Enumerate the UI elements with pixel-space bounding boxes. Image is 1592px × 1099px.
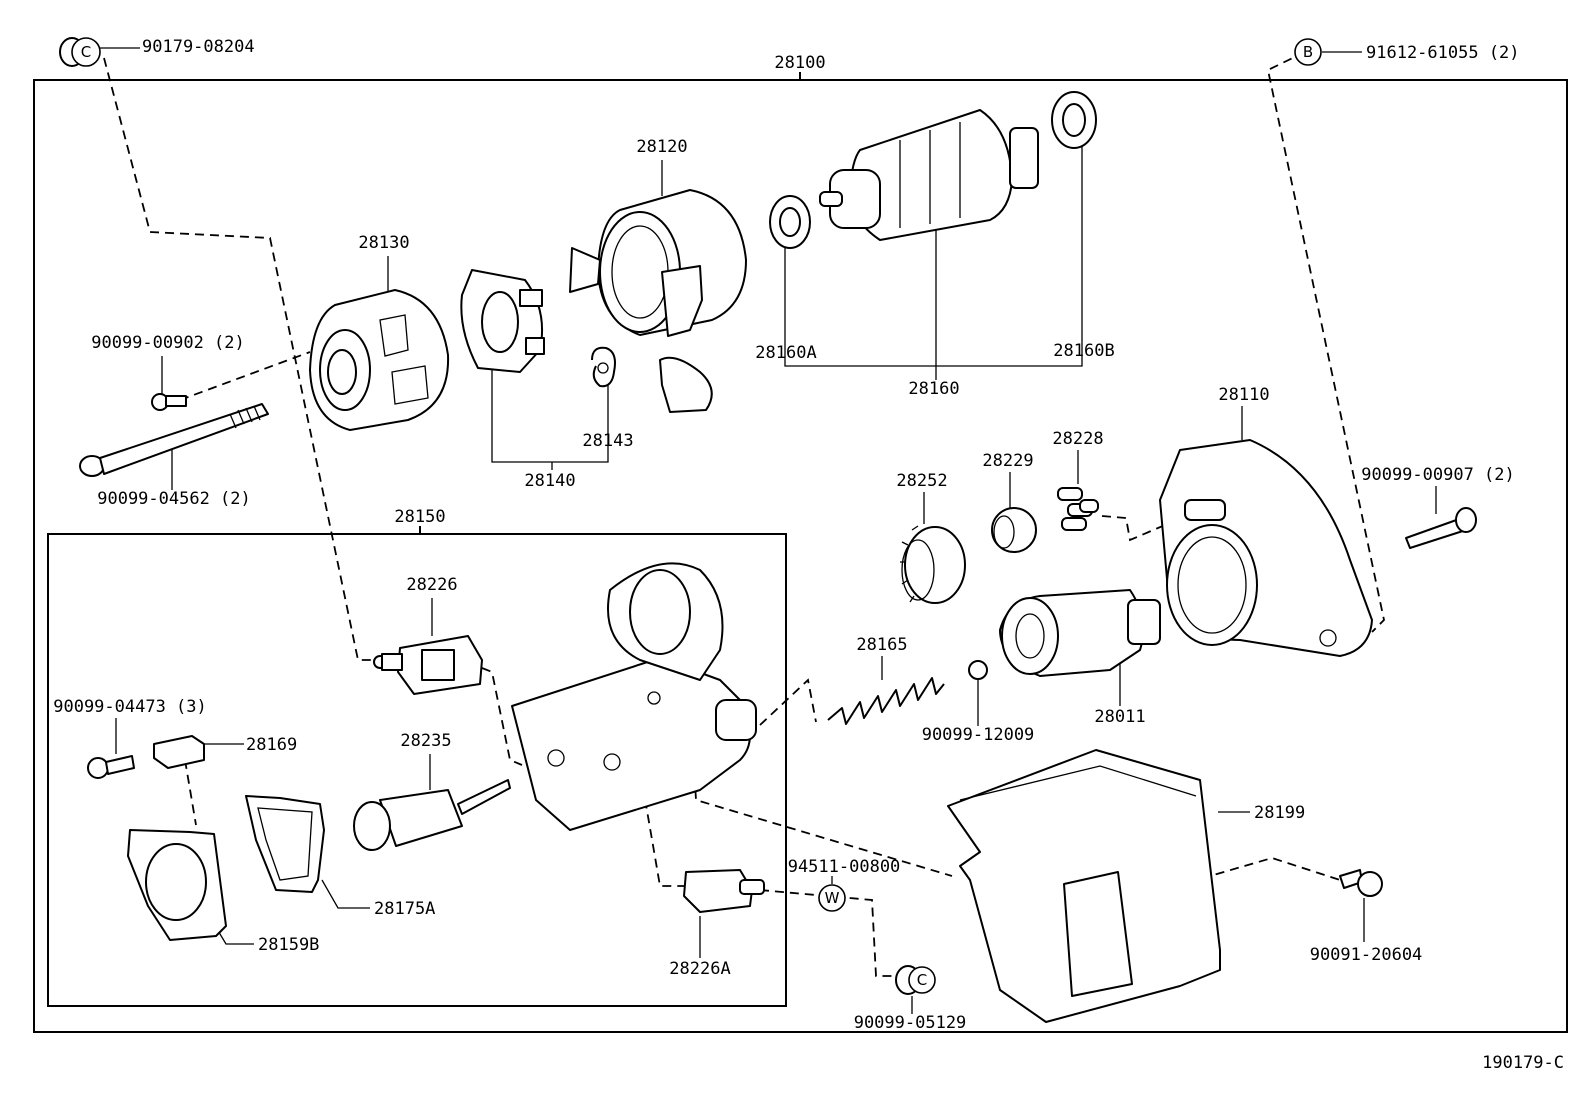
label-90099-00907: 90099-00907 (2) <box>1361 465 1515 485</box>
dashline-28226-to-housing <box>481 667 523 766</box>
label-28110: 28110 <box>1218 385 1269 405</box>
label-28169: 28169 <box>246 735 297 755</box>
bearing-28160A <box>769 195 811 249</box>
dashline-b-to-28110 <box>1266 51 1385 633</box>
label-28165: 28165 <box>856 635 907 655</box>
label-90099-12009: 90099-12009 <box>922 725 1035 745</box>
ball-90099-12009 <box>968 660 988 680</box>
label-28120: 28120 <box>636 137 687 157</box>
clutch-28011 <box>999 589 1161 677</box>
label-28228: 28228 <box>1052 429 1103 449</box>
label-90099-04473: 90099-04473 (3) <box>53 697 207 717</box>
contact-28226 <box>373 635 483 695</box>
diagram-code: 190179-C <box>1482 1053 1564 1073</box>
circle-c-letter-top: C <box>81 43 91 61</box>
label-90099-04562: 90099-04562 (2) <box>97 489 251 509</box>
dashline-housing-to-spring <box>759 678 817 726</box>
circle-b-letter: B <box>1303 43 1313 61</box>
gasket-28175A <box>245 795 325 893</box>
cover-28199 <box>947 749 1221 1023</box>
label-28229: 28229 <box>982 451 1033 471</box>
terminal-28169 <box>153 735 205 769</box>
label-90179-08204: 90179-08204 <box>142 37 255 57</box>
spring-28143 <box>591 346 616 388</box>
label-28252: 28252 <box>896 471 947 491</box>
callout-w: W <box>818 884 846 912</box>
end-frame-28130 <box>309 289 450 431</box>
callout-c-bottom: C <box>895 965 936 995</box>
bolt-90099-04473 <box>87 755 135 779</box>
label-90099-05129: 90099-05129 <box>854 1013 967 1033</box>
label-94511-00800: 94511-00800 <box>788 857 901 877</box>
screw-90099-00902 <box>151 393 187 411</box>
circle-w-letter: W <box>825 889 840 907</box>
dashline-28228-to-28110 <box>1101 515 1173 542</box>
label-28199: 28199 <box>1254 803 1305 823</box>
label-90099-00902: 90099-00902 (2) <box>91 333 245 353</box>
yoke-28120 <box>569 189 747 413</box>
label-28160B: 28160B <box>1053 341 1114 361</box>
label-28100: 28100 <box>774 53 825 73</box>
armature-28160 <box>819 109 1039 241</box>
label-28011: 28011 <box>1094 707 1145 727</box>
label-28159B: 28159B <box>258 935 319 955</box>
bolt-90099-00907 <box>1405 507 1477 549</box>
label-28160A: 28160A <box>755 343 816 363</box>
label-28175A: 28175A <box>374 899 435 919</box>
dashline-to-28226A <box>639 769 690 887</box>
circle-c-letter-bottom: C <box>917 971 927 989</box>
starter-housing-28110 <box>1159 439 1373 657</box>
plunger-28235 <box>353 779 511 851</box>
label-28235: 28235 <box>400 731 451 751</box>
dashline-28169-to-28159B <box>184 759 197 826</box>
callout-b: B <box>1294 38 1322 66</box>
label-28140: 28140 <box>524 471 575 491</box>
bracket-28160 <box>784 120 1083 367</box>
label-28226: 28226 <box>406 575 457 595</box>
label-28150: 28150 <box>394 507 445 527</box>
label-91612-61055: 91612-61055 (2) <box>1366 43 1520 63</box>
dashline-screw-to-28130 <box>179 351 311 401</box>
dashline-c-to-28226 <box>103 57 380 661</box>
label-28143: 28143 <box>582 431 633 451</box>
contact-28226A <box>683 869 765 913</box>
leader-28175A <box>321 879 370 909</box>
callout-c-top: C <box>59 37 101 67</box>
label-28226A: 28226A <box>669 959 730 979</box>
bolt-90091-20604 <box>1339 869 1383 897</box>
spring-28165 <box>827 677 945 725</box>
rollers-28228 <box>1057 487 1099 531</box>
magnetic-switch-housing-28150 <box>511 562 757 831</box>
retainer-28229 <box>991 507 1037 553</box>
brush-holder-28140 <box>460 269 545 373</box>
through-bolt-90099-04562 <box>79 403 269 477</box>
bracket-28140 <box>491 320 609 463</box>
label-28130: 28130 <box>358 233 409 253</box>
cover-28159B <box>127 829 227 941</box>
gear-28252 <box>900 525 966 604</box>
label-28160: 28160 <box>908 379 959 399</box>
dashline-to-90099-05129 <box>759 889 894 977</box>
bearing-28160B <box>1051 91 1097 149</box>
label-90091-20604: 90091-20604 <box>1310 945 1423 965</box>
subassembly-frame-28150 <box>47 533 787 1007</box>
